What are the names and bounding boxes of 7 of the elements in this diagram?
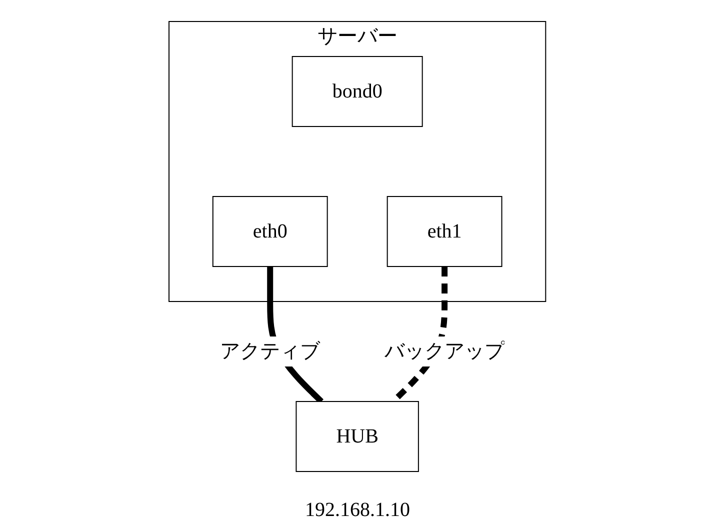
node-box: eth0 bbox=[212, 196, 328, 267]
node-box: HUB bbox=[296, 401, 420, 472]
edge-label: アクティブ bbox=[220, 340, 320, 362]
edge-label: バックアップ bbox=[384, 340, 505, 362]
node-box: bond0 bbox=[292, 56, 423, 127]
node-box: eth1 bbox=[387, 196, 502, 267]
address-label: 192.168.1.10 bbox=[305, 499, 410, 521]
